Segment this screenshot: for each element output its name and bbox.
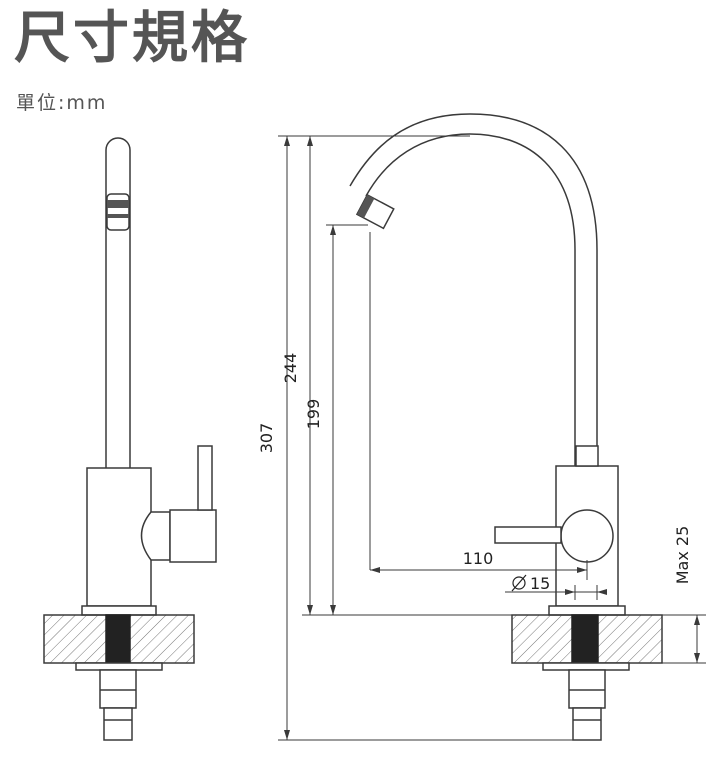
side-lever [494, 526, 562, 544]
front-flange [81, 605, 157, 616]
diameter-symbol [511, 574, 527, 592]
front-handle-joint [140, 511, 171, 561]
dim-tube-diameter: 15 [530, 574, 550, 593]
front-view [43, 137, 217, 741]
dim-outlet-height: 199 [304, 399, 323, 430]
front-nut [99, 669, 137, 709]
side-shank [571, 614, 599, 664]
side-nut [568, 669, 606, 709]
front-lever [197, 445, 213, 511]
side-aerator [355, 193, 395, 230]
dim-spout-height: 244 [281, 353, 300, 384]
side-view [349, 113, 663, 741]
dim-counter-thickness: Max 25 [673, 526, 692, 585]
front-washer [75, 662, 163, 671]
side-spout [365, 133, 576, 466]
front-shank [105, 614, 131, 664]
front-body [86, 467, 152, 607]
front-aerator [106, 193, 130, 231]
front-fitting [103, 707, 133, 741]
unit-label: 單位:mm [16, 92, 108, 114]
side-fitting [572, 707, 602, 741]
side-flange [548, 605, 626, 616]
side-handle [560, 509, 614, 563]
dim-total-height: 307 [257, 423, 276, 454]
page-title: 尺寸規格 [14, 6, 250, 71]
dim-reach: 110 [463, 549, 494, 568]
dimension-arrows [284, 136, 700, 740]
front-handle [169, 509, 217, 563]
side-washer [542, 662, 630, 671]
front-spout-tube [105, 137, 131, 470]
